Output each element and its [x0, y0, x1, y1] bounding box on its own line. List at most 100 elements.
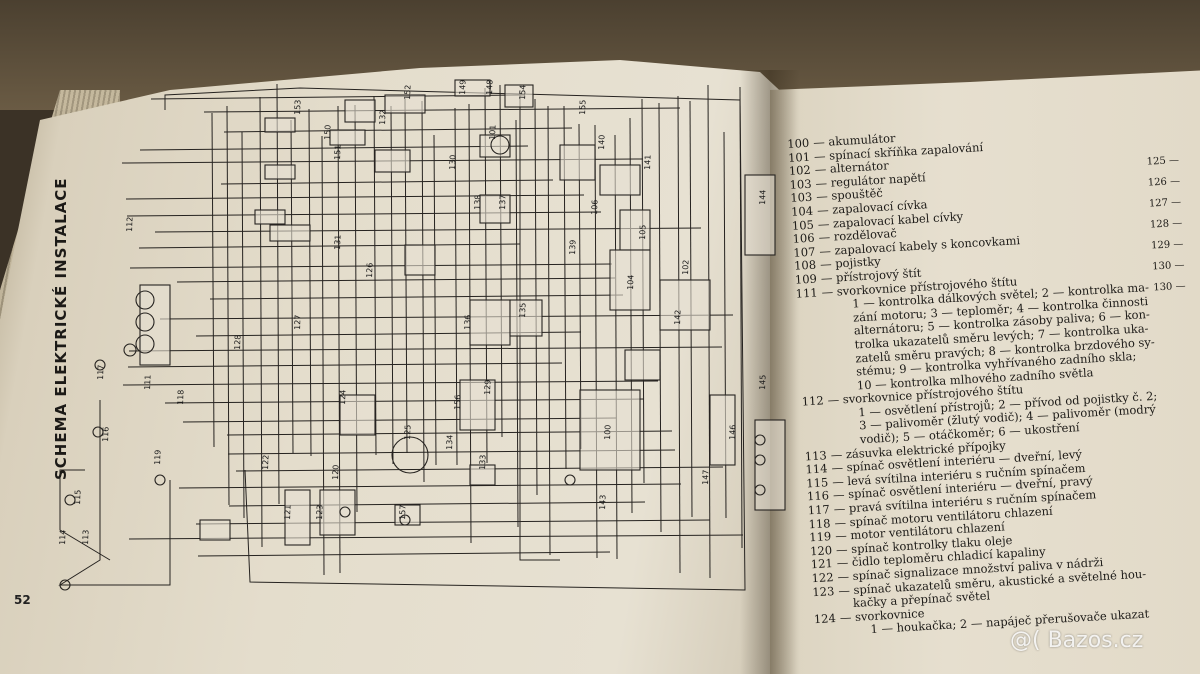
component-box [509, 299, 543, 337]
component-label: 156 [453, 394, 463, 410]
wire [178, 483, 682, 489]
component-label: 124 [338, 389, 348, 405]
diagram-title: SCHEMA ELEKTRICKÉ INSTALACE [52, 177, 70, 480]
wire [534, 98, 538, 496]
component-label: 100 [603, 424, 613, 440]
component-label: 147 [701, 469, 711, 485]
component-label: 104 [626, 274, 636, 290]
lamp-symbol [754, 484, 766, 496]
component-circle [135, 334, 155, 354]
component-label: 101 [488, 124, 498, 140]
component-label: 154 [518, 84, 528, 100]
wire [226, 105, 230, 506]
component-circle [391, 436, 429, 474]
wire [59, 469, 111, 561]
component-label: 117 [96, 364, 106, 380]
component-box [609, 249, 651, 311]
component-box [384, 94, 426, 114]
component-label: 123 [315, 504, 325, 520]
component-circle [490, 135, 510, 155]
wire [433, 134, 437, 466]
legend-num: 123 [811, 583, 835, 599]
wire [129, 263, 613, 269]
component-box [404, 244, 436, 276]
component-box [339, 394, 376, 436]
component-box [254, 209, 286, 225]
component-label: 125 [403, 424, 413, 440]
component-label: 153 [293, 99, 303, 115]
wire [138, 243, 521, 249]
component-label: 150 [323, 124, 333, 140]
component-box [344, 99, 376, 123]
component-label: 152 [403, 84, 413, 100]
component-box [329, 129, 366, 146]
component-label: 135 [518, 302, 528, 318]
component-label: 144 [758, 189, 768, 205]
component-label: 111 [143, 374, 153, 390]
component-box [394, 504, 421, 526]
component-box [479, 134, 511, 158]
wire [354, 104, 358, 513]
component-label: 139 [568, 239, 578, 255]
component-box [374, 149, 411, 173]
component-label: 112 [125, 216, 135, 232]
lamp-symbol [754, 454, 766, 466]
component-label: 151 [333, 144, 343, 160]
wire [259, 96, 263, 548]
component-label: 141 [643, 154, 653, 170]
component-box [459, 379, 496, 431]
wire [139, 145, 529, 151]
component-label: 146 [728, 424, 738, 440]
component-box [504, 84, 534, 108]
wire [519, 90, 560, 561]
component-box [479, 194, 511, 224]
lamp-symbol [154, 474, 166, 486]
component-label: 114 [58, 529, 68, 545]
component-label: 119 [153, 449, 163, 465]
lamp-symbol [94, 359, 106, 371]
wire [220, 179, 554, 185]
margin-number: 126 — [1147, 175, 1181, 189]
wire [128, 346, 723, 352]
component-label: 131 [333, 234, 343, 250]
lamp-symbol [64, 494, 76, 506]
margin-number: 125 — [1146, 154, 1180, 168]
right-page [770, 70, 1200, 674]
component-label: 149 [458, 79, 468, 95]
component-label: 133 [478, 454, 488, 470]
component-box [319, 489, 356, 536]
legend-num: 112 [801, 393, 825, 409]
margin-number: 127 — [1148, 196, 1182, 210]
wire [211, 112, 215, 448]
component-label: 148 [485, 79, 495, 95]
component-label: 115 [73, 489, 83, 505]
component-circle [564, 474, 576, 486]
component-label: 138 [473, 194, 483, 210]
margin-number: 130 — [1153, 280, 1186, 294]
component-box [469, 299, 511, 346]
wire [164, 87, 746, 591]
component-box [579, 389, 641, 471]
wire [594, 124, 598, 559]
wire [182, 417, 617, 423]
component-label: 118 [176, 389, 186, 405]
wire [209, 294, 624, 300]
component-label: 121 [283, 504, 293, 520]
page-number: 52 [14, 593, 31, 607]
component-box [454, 79, 491, 97]
legend-num: 124 [813, 610, 837, 627]
wire [122, 380, 659, 386]
wire [677, 95, 681, 574]
component-box [599, 164, 641, 196]
margin-number: 128 — [1149, 217, 1183, 231]
wire [454, 107, 458, 466]
wire [126, 211, 602, 217]
component-box [139, 284, 171, 366]
wire [373, 95, 377, 456]
component-circle [123, 343, 137, 357]
lamp-symbol [339, 506, 351, 518]
component-label: 113 [81, 529, 91, 545]
wire [195, 519, 711, 525]
